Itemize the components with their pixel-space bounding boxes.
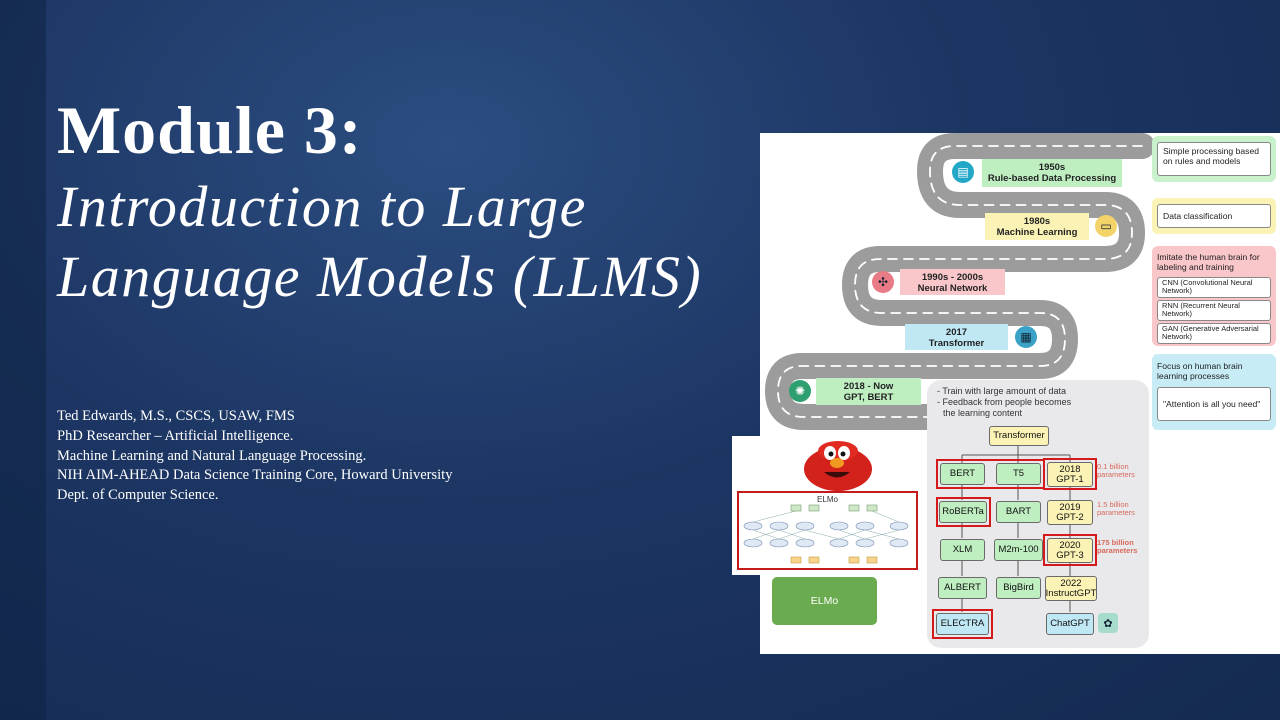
params-gpt1: 0.1 billion parameters (1097, 462, 1135, 479)
node-gpt1: 2018 GPT-1 (1047, 462, 1093, 487)
era-2018-name: GPT, BERT (843, 392, 894, 403)
node-m2m: M2m-100 (994, 539, 1043, 561)
node-gpt3: 2020 GPT-3 (1047, 538, 1093, 563)
tree-connectors (961, 446, 1071, 612)
llm-evolution-figure: 1950s Rule-based Data Processing ▤ 1980s… (760, 133, 1280, 654)
panel-notes: - Train with large amount of data - Feed… (937, 386, 1071, 419)
subtitle-line-2: Language Models (LLMS) (57, 244, 703, 309)
author-department: Dept. of Computer Science. (57, 487, 219, 504)
note-nn: Imitate the human brain for labeling and… (1152, 246, 1276, 346)
highlight-gpt1 (1043, 458, 1097, 490)
node-bart: BART (996, 501, 1041, 523)
era-2017-year: 2017 (945, 327, 968, 338)
network-icon: ✣ (872, 271, 894, 293)
highlight-gpt3 (1043, 534, 1097, 566)
highlight-roberta (936, 497, 991, 527)
brain-icon: ✺ (789, 380, 811, 402)
era-2018: 2018 - Now GPT, BERT (816, 378, 921, 405)
params-gpt3: 175 billion parameters (1097, 538, 1138, 555)
winding-road-graphic (765, 133, 1155, 430)
panel-note-3: the learning content (943, 408, 1023, 418)
node-bigbird: BigBird (996, 577, 1041, 599)
node-instructgpt: 2022 InstructGPT (1045, 576, 1097, 601)
node-xlm: XLM (940, 539, 985, 561)
panel-note-2: - Feedback from people becomes (937, 397, 1072, 407)
era-2017-name: Transformer (928, 338, 985, 349)
params-gpt2: 1.5 billion parameters (1097, 500, 1135, 517)
node-albert: ALBERT (938, 577, 987, 599)
node-roberta: RoBERTa (939, 501, 987, 523)
book-icon: ▭ (1095, 215, 1117, 237)
node-transformer: Transformer (989, 426, 1049, 446)
author-affiliation: NIH AIM-AHEAD Data Science Training Core… (57, 467, 453, 484)
era-1950s-name: Rule-based Data Processing (987, 173, 1117, 184)
subtitle-line-1: Introduction to Large (57, 174, 587, 239)
left-decorative-band (0, 0, 46, 720)
module-heading: Module 3: (57, 92, 363, 168)
openai-logo-icon: ✿ (1098, 613, 1118, 633)
slide-title: Module 3: Introduction to Large Language… (57, 88, 757, 312)
era-1950s-year: 1950s (1038, 162, 1066, 173)
chip-icon: ▦ (1015, 326, 1037, 348)
era-2018-year: 2018 - Now (843, 381, 894, 392)
note-ml-text: Data classification (1157, 204, 1271, 228)
note-ml: Data classification (1152, 198, 1276, 234)
era-1980s-name: Machine Learning (996, 227, 1078, 238)
note-rule-based-text: Simple processing based on rules and mod… (1157, 142, 1271, 176)
note-nn-cnn: CNN (Convolutional Neural Network) (1157, 277, 1271, 298)
node-electra: ELECTRA (936, 613, 989, 635)
highlight-bert-t5 (936, 459, 1045, 489)
author-credits: Ted Edwards, M.S., CSCS, USAW, FMS PhD R… (57, 407, 452, 506)
elmo-diagram-title: ELMo (817, 495, 838, 504)
elmo-character-icon (804, 441, 872, 491)
note-transformer-quote: "Attention is all you need" (1157, 387, 1271, 421)
elmo-architecture-diagram: ELMo (737, 491, 918, 570)
document-icon: ▤ (952, 161, 974, 183)
author-field: Machine Learning and Natural Language Pr… (57, 447, 367, 464)
author-name: Ted Edwards, M.S., CSCS, USAW, FMS (57, 408, 295, 424)
note-nn-title: Imitate the human brain for labeling and… (1157, 252, 1260, 272)
era-2017: 2017 Transformer (905, 324, 1008, 350)
era-1990s-year: 1990s - 2000s (921, 272, 984, 283)
node-gpt2: 2019 GPT-2 (1047, 500, 1093, 525)
note-nn-rnn: RNN (Recurrent Neural Network) (1157, 300, 1271, 321)
elmo-lstm-graphic (743, 504, 909, 564)
era-1990s: 1990s - 2000s Neural Network (900, 269, 1005, 295)
elmo-button[interactable]: ELMo (772, 577, 877, 625)
panel-note-1: - Train with large amount of data (937, 386, 1067, 396)
node-bert: BERT (940, 463, 985, 485)
era-1980s-year: 1980s (1023, 216, 1051, 227)
author-role: PhD Researcher – Artificial Intelligence… (57, 427, 294, 444)
era-1990s-name: Neural Network (917, 283, 988, 294)
node-t5: T5 (996, 463, 1041, 485)
elmo-card: ELMo (732, 436, 920, 575)
node-chatgpt: ChatGPT (1046, 613, 1094, 635)
note-rule-based: Simple processing based on rules and mod… (1152, 136, 1276, 182)
era-1980s: 1980s Machine Learning (985, 213, 1089, 240)
note-transformer-title: Focus on human brain learning processes (1157, 361, 1243, 381)
era-1950s: 1950s Rule-based Data Processing (982, 159, 1122, 187)
highlight-electra (932, 609, 993, 639)
note-transformer: Focus on human brain learning processes … (1152, 354, 1276, 430)
note-nn-gan: GAN (Generative Adversarial Network) (1157, 323, 1271, 344)
